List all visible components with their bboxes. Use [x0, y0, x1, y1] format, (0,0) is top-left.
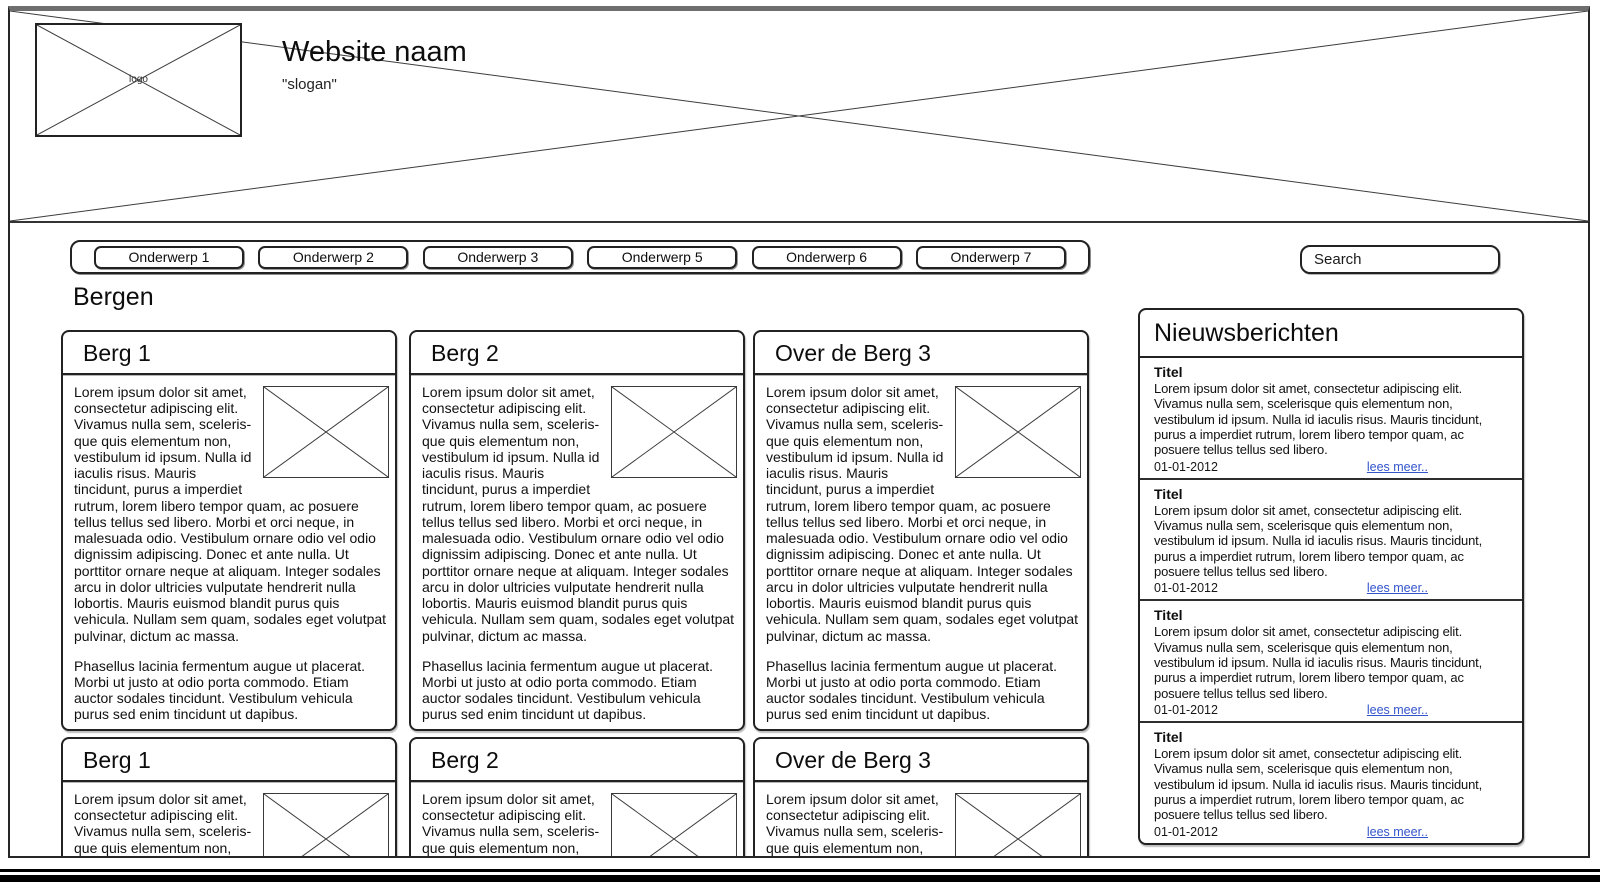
nav-button-onderwerp-1[interactable]: Onderwerp 1 [94, 245, 244, 269]
content-card-berg-1: Berg 1 Lorem ipsum dolor sit amet, conse… [61, 330, 397, 731]
placeholder-x-icon [612, 794, 736, 858]
placeholder-x-icon [37, 25, 240, 135]
header-image-placeholder [10, 11, 1588, 221]
card-body: Lorem ipsum dolor sit amet, consectetur … [755, 375, 1087, 729]
card-title: Berg 1 [63, 332, 395, 375]
image-placeholder [611, 386, 737, 478]
card-paragraph: Lorem ipsum dolor sit amet, consectetur … [74, 791, 252, 856]
image-placeholder [955, 386, 1081, 478]
nav-button-onderwerp-5[interactable]: Onderwerp 5 [587, 245, 738, 269]
main-navbar: Onderwerp 1 Onderwerp 2 Onderwerp 3 Onde… [70, 240, 1090, 274]
card-body: Lorem ipsum dolor sit amet, consectetur … [411, 782, 743, 858]
news-sidebar: Nieuwsberichten Titel Lorem ipsum dolor … [1138, 308, 1524, 845]
nav-button-onderwerp-6[interactable]: Onderwerp 6 [751, 245, 902, 269]
news-item-text: Lorem ipsum dolor sit amet, consectetur … [1154, 745, 1483, 823]
content-card-berg-1-row2: Berg 1 Lorem ipsum dolor sit amet, conse… [61, 737, 397, 858]
nav-button-onderwerp-2[interactable]: Onderwerp 2 [258, 245, 409, 269]
news-item: Titel Lorem ipsum dolor sit amet, consec… [1140, 723, 1522, 843]
placeholder-x-icon [264, 794, 388, 858]
nav-button-onderwerp-3[interactable]: Onderwerp 3 [422, 245, 573, 269]
page: logo Website naam "slogan" Onderwerp 1 O… [8, 6, 1590, 858]
read-more-link[interactable]: lees meer.. [1366, 581, 1428, 596]
content-card-berg-2-row2: Berg 2 Lorem ipsum dolor sit amet, conse… [409, 737, 745, 858]
card-title: Berg 2 [411, 332, 743, 375]
card-title: Berg 1 [63, 739, 395, 782]
read-more-link[interactable]: lees meer.. [1366, 702, 1428, 717]
read-more-link[interactable]: lees meer.. [1366, 824, 1428, 839]
card-title: Over de Berg 3 [755, 739, 1087, 782]
card-paragraph: Phasellus lacinia fermentum augue ut pla… [422, 657, 714, 723]
card-paragraph: Lorem ipsum dolor sit amet, consectetur … [74, 384, 387, 644]
card-title: Over de Berg 3 [755, 332, 1087, 375]
news-item-text: Lorem ipsum dolor sit amet, consectetur … [1154, 502, 1483, 579]
news-item-text: Lorem ipsum dolor sit amet, consectetur … [1154, 381, 1483, 458]
news-item-date: 01-01-2012 [1154, 459, 1218, 474]
card-paragraph: Phasellus lacinia fermentum augue ut pla… [766, 657, 1058, 723]
footer-divider-line [0, 869, 1600, 872]
news-sidebar-title: Nieuwsberichten [1140, 310, 1522, 358]
news-item-footer: 01-01-2012 lees meer.. [1154, 579, 1508, 596]
image-placeholder [263, 386, 389, 478]
card-title: Berg 2 [411, 739, 743, 782]
search-input[interactable] [1300, 245, 1500, 274]
placeholder-x-icon [956, 387, 1080, 477]
card-body: Lorem ipsum dolor sit amet, consectetur … [755, 782, 1087, 858]
image-placeholder [955, 793, 1081, 858]
page-title: Bergen [73, 283, 154, 311]
content-card-over-de-berg-3-row2: Over de Berg 3 Lorem ipsum dolor sit ame… [753, 737, 1089, 858]
news-item-footer: 01-01-2012 lees meer.. [1154, 823, 1508, 840]
card-paragraph: Lorem ipsum dolor sit amet, consectetur … [766, 384, 1079, 644]
placeholder-x-icon [264, 387, 388, 477]
news-item: Titel Lorem ipsum dolor sit amet, consec… [1140, 601, 1522, 723]
card-paragraph: Lorem ipsum dolor sit amet, consectetur … [422, 791, 600, 856]
site-title-block: Website naam "slogan" [282, 36, 467, 93]
placeholder-x-icon [612, 387, 736, 477]
card-body: Lorem ipsum dolor sit amet, consectetur … [63, 375, 395, 729]
card-paragraph: Lorem ipsum dolor sit amet, consectetur … [422, 384, 735, 644]
nav-button-onderwerp-7[interactable]: Onderwerp 7 [915, 245, 1066, 269]
placeholder-x-icon [10, 11, 1588, 221]
news-item-title: Titel [1154, 728, 1183, 745]
news-item-title: Titel [1154, 607, 1183, 624]
news-item: Titel Lorem ipsum dolor sit amet, consec… [1140, 358, 1522, 480]
site-slogan: "slogan" [282, 75, 337, 93]
card-paragraph: Phasellus lacinia fermentum augue ut pla… [74, 657, 366, 723]
footer-bar [0, 875, 1600, 882]
content-card-over-de-berg-3: Over de Berg 3 Lorem ipsum dolor sit ame… [753, 330, 1089, 731]
news-item-footer: 01-01-2012 lees meer.. [1154, 701, 1508, 718]
placeholder-x-icon [956, 794, 1080, 858]
news-item: Titel Lorem ipsum dolor sit amet, consec… [1140, 480, 1522, 602]
news-item-title: Titel [1154, 364, 1183, 380]
news-item-date: 01-01-2012 [1154, 581, 1218, 596]
card-body: Lorem ipsum dolor sit amet, consectetur … [411, 375, 743, 729]
news-item-footer: 01-01-2012 lees meer.. [1154, 458, 1508, 475]
card-paragraph: Lorem ipsum dolor sit amet, consectetur … [766, 791, 944, 856]
news-item-title: Titel [1154, 485, 1183, 502]
image-placeholder [611, 793, 737, 858]
image-placeholder [263, 793, 389, 858]
news-item-text: Lorem ipsum dolor sit amet, consectetur … [1154, 624, 1483, 701]
site-name: Website naam [282, 36, 467, 68]
card-body: Lorem ipsum dolor sit amet, consectetur … [63, 782, 395, 858]
logo-placeholder[interactable]: logo [35, 23, 242, 137]
read-more-link[interactable]: lees meer.. [1366, 459, 1428, 474]
news-item-date: 01-01-2012 [1154, 824, 1218, 839]
news-item-date: 01-01-2012 [1154, 702, 1218, 717]
content-card-berg-2: Berg 2 Lorem ipsum dolor sit amet, conse… [409, 330, 745, 731]
header: logo Website naam "slogan" [10, 11, 1588, 223]
logo-label: logo [129, 73, 148, 85]
